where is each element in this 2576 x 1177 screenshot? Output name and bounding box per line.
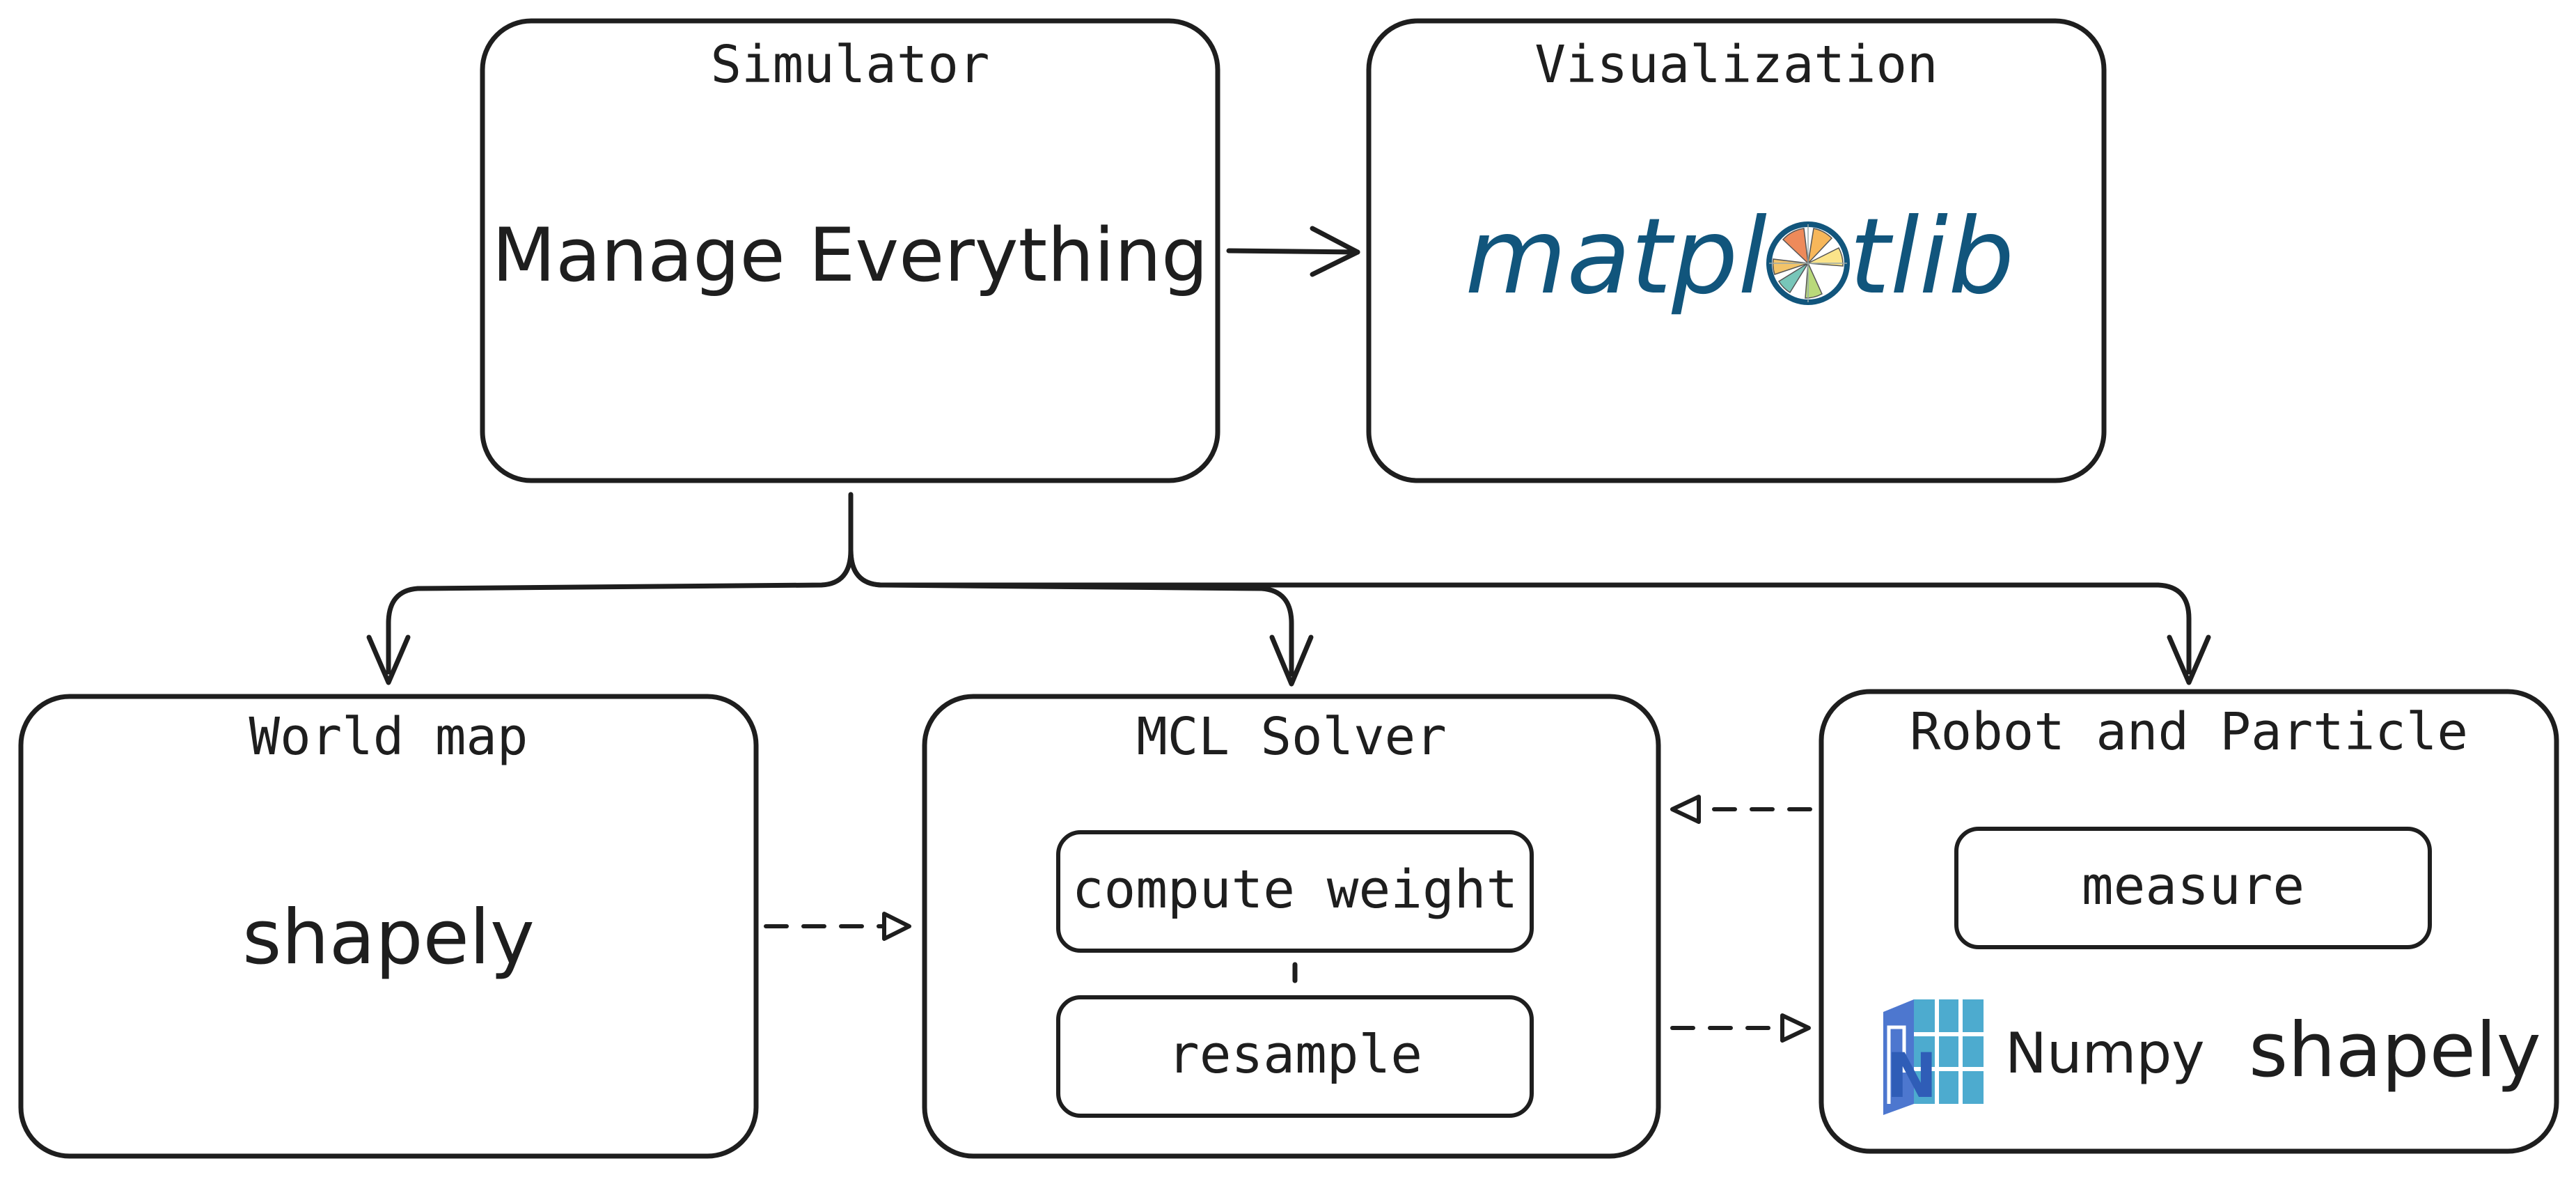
resample-label: resample [1168,1023,1422,1085]
simulator-box: Simulator Manage Everything [480,18,1220,483]
robot-shapely-label: shapely [2249,1007,2541,1094]
compute-weight-label: compute weight [1072,858,1518,920]
measure-step: measure [1954,827,2432,949]
numpy-label: Numpy [2005,1021,2205,1086]
measure-label: measure [2082,855,2304,917]
robot-particle-title: Robot and Particle [1910,702,2468,762]
compute-weight-step: compute weight [1056,830,1534,953]
world-map-content: shapely [242,894,535,981]
dashed-arrow-worldmap-to-mcl [764,912,911,941]
arrow-simulator-to-visualization [1226,226,1360,277]
robot-particle-box: Robot and Particle measure N Numpy shape… [1819,689,2559,1154]
svg-text:N: N [1886,1040,1938,1112]
visualization-title: Visualization [1534,35,1938,95]
dashed-arrow-robot-to-mcl [1670,795,1812,824]
simulator-tree-connector [366,492,2211,687]
world-map-title: World map [249,707,528,767]
mcl-solver-title: MCL Solver [1136,707,1447,767]
matplotlib-logo-text-left: matpl [1465,196,1767,318]
world-map-box: World map shapely [18,694,759,1159]
simulator-content: Manage Everything [492,212,1209,298]
visualization-box: Visualization matpl tlib [1366,18,2107,483]
mcl-solver-box: MCL Solver compute weight resample [922,694,1661,1159]
simulator-title: Simulator [711,35,990,95]
matplotlib-logo: matpl tlib [1465,196,2014,318]
matplotlib-logo-text-right: tlib [1849,196,2014,318]
resample-step: resample [1056,995,1534,1118]
matplotlib-logo-icon [1766,221,1850,305]
numpy-cube-icon: N [1883,999,1984,1115]
dashed-arrow-mcl-to-robot [1670,1013,1811,1043]
